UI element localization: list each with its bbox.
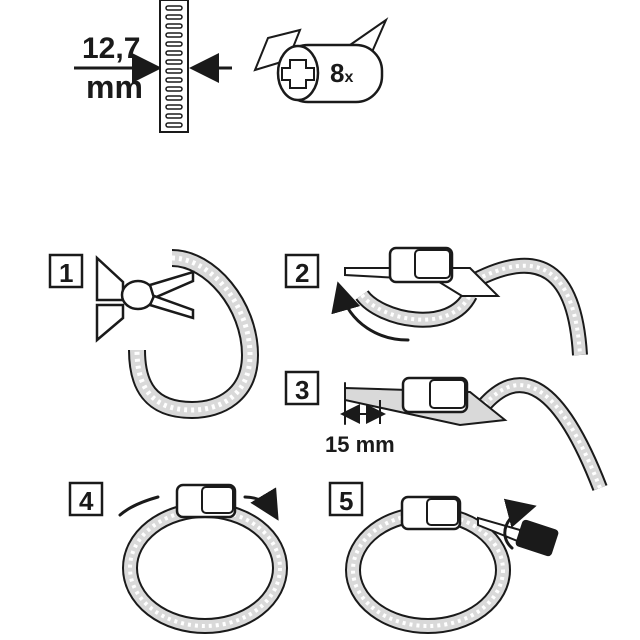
buckle-quantity: 8x (330, 58, 353, 88)
step-1: 1 (48, 249, 260, 420)
band-slot (165, 86, 183, 92)
buckle-icon (400, 495, 462, 531)
screwdriver-icon (477, 516, 559, 557)
band-width-value: 12,7 (82, 32, 140, 65)
band-width-unit: mm (86, 69, 143, 105)
band-slot (165, 14, 183, 20)
band-slot (165, 113, 183, 119)
step-5-number: 5 (339, 486, 353, 516)
clamp-ring-icon (122, 502, 288, 634)
overlap-length: 15 mm (325, 432, 395, 457)
step-1-number: 1 (59, 258, 73, 288)
band-slot (165, 68, 183, 74)
tighten-arrow-right-icon (243, 487, 279, 521)
buckle-icon (401, 376, 469, 414)
band-slot (165, 104, 183, 110)
step-2-number: 2 (295, 258, 309, 288)
turn-arrow-icon (503, 498, 537, 550)
band-slot (165, 95, 183, 101)
band-slot (165, 5, 183, 11)
band-slot (165, 23, 183, 29)
band-slot (165, 59, 183, 65)
band-loop-icon (128, 249, 260, 420)
band-slot (165, 50, 183, 56)
buckle-icon (253, 17, 389, 104)
buckle-icon (388, 246, 454, 284)
step-4: 4 (68, 481, 288, 634)
band-cross-section-icon (159, 0, 189, 133)
band-width-spec: 12,7 mm (74, 0, 232, 133)
step-2: 2 (284, 246, 588, 356)
clamp-ring-icon (345, 506, 511, 634)
band-slot (165, 32, 183, 38)
band-threaded-icon (344, 257, 588, 356)
step-3: 3 15 mm (284, 370, 608, 491)
tighten-arrow-left-icon (118, 495, 160, 517)
step-4-number: 4 (79, 486, 94, 516)
buckle-icon (175, 483, 237, 519)
band-slot (165, 77, 183, 83)
cutter-tool-icon (95, 255, 195, 343)
overlap-measurement: 15 mm (325, 400, 395, 457)
buckle-quantity-spec: 8x (253, 17, 389, 104)
step-5: 5 (328, 481, 559, 634)
rotate-arrow-icon (331, 281, 410, 342)
band-slot (165, 122, 183, 128)
band-slot (165, 41, 183, 47)
step-3-number: 3 (295, 375, 309, 405)
